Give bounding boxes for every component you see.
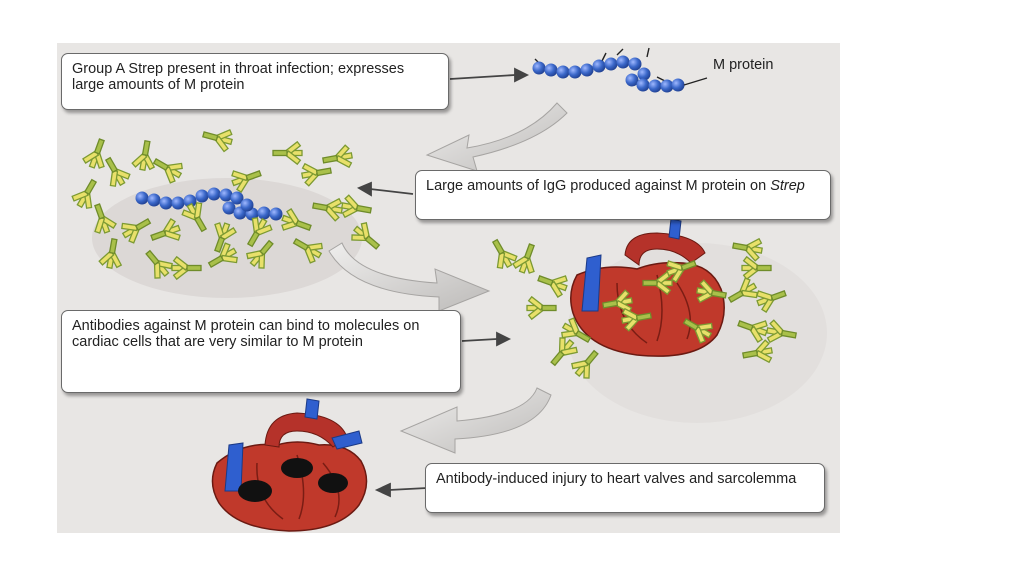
diagram-artwork — [69, 47, 827, 532]
callout-igg-italic: Strep — [770, 178, 805, 194]
callout-antibodies-text: Antibodies against M protein can bind to… — [72, 318, 420, 350]
pointer-arrows — [356, 67, 530, 498]
callout-antibody-injury: Antibody-induced injury to heart valves … — [425, 463, 825, 513]
callout-strep-infection: Group A Strep present in throat infectio… — [61, 53, 449, 110]
callout-igg-production: Large amounts of IgG produced against M … — [415, 170, 831, 220]
callout-igg-text: Large amounts of IgG produced against M … — [426, 178, 771, 194]
flow-arrow-3 — [399, 387, 552, 454]
damaged-heart — [211, 398, 368, 532]
callout-injury-text: Antibody-induced injury to heart valves … — [436, 471, 797, 487]
label-m-protein: M protein — [713, 57, 774, 73]
m-protein-chain — [532, 47, 708, 93]
callout-antibody-binding: Antibodies against M protein can bind to… — [61, 310, 461, 393]
callout-strep-text: Group A Strep present in throat infectio… — [72, 61, 405, 93]
diagram-panel: Group A Strep present in throat infectio… — [57, 43, 840, 533]
heart-with-antibodies — [484, 218, 799, 383]
flow-arrow-1 — [425, 102, 568, 172]
